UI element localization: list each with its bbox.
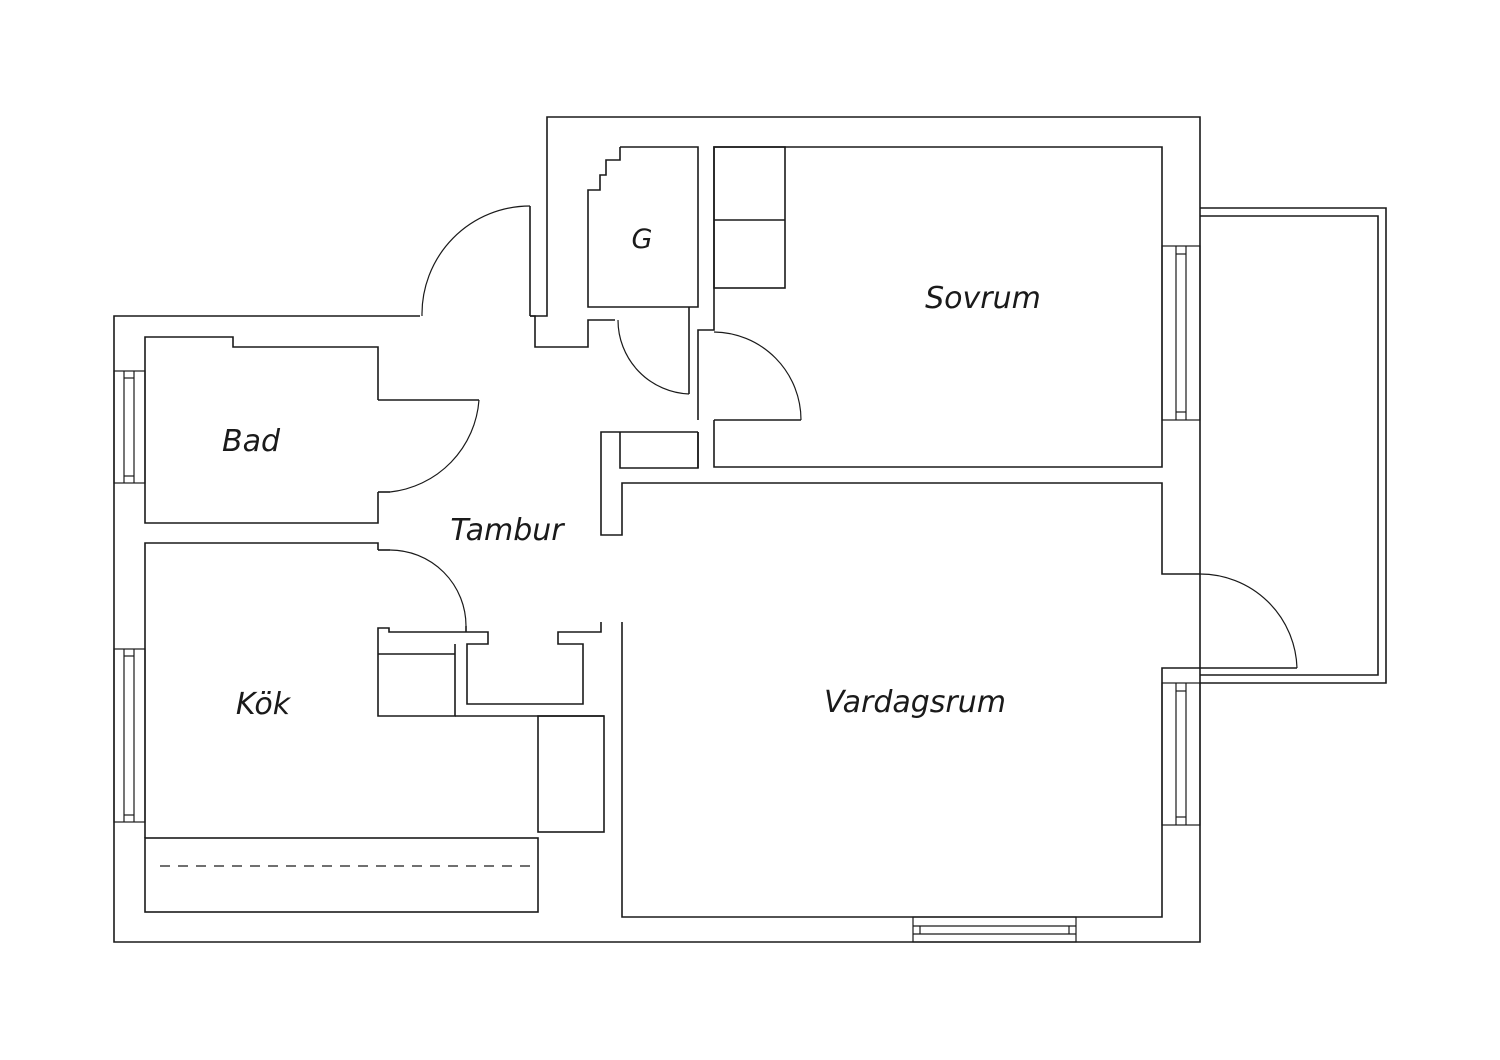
balcony-inner [1200, 215, 1379, 676]
hall-closet [619, 432, 699, 469]
window-vardagsrum-side [1161, 682, 1201, 826]
label-tambur: Tambur [450, 513, 565, 548]
kitchen-counter [144, 837, 539, 913]
bad-wall [144, 336, 379, 524]
door-balcony [1199, 573, 1298, 669]
label-garderob: G [632, 224, 653, 255]
tambur-wall-top [530, 315, 615, 348]
vardagsrum-wall-left [377, 622, 602, 717]
kitchen-fridge [537, 715, 605, 833]
balcony [1200, 207, 1387, 684]
vardagsrum-wall [621, 622, 1200, 918]
kitchen-fixtures [144, 653, 605, 913]
balcony-outer [1200, 207, 1387, 684]
windows [113, 245, 1201, 943]
sovrum-cabinets [713, 146, 786, 289]
label-kok: Kök [236, 687, 292, 722]
window-vardagsrum-bottom [912, 916, 1077, 943]
window-bad [113, 370, 146, 484]
room-labels: G Sovrum Bad Tambur Kök Vardagsrum [222, 224, 1041, 722]
wardrobe-outline [587, 146, 699, 308]
sovrum-wall [697, 146, 1163, 468]
outer-walls [113, 116, 1201, 943]
window-sovrum [1161, 245, 1201, 421]
door-bad [378, 399, 480, 493]
sovrum-cabinet [713, 146, 786, 289]
door-sovrum [713, 331, 802, 421]
doors [378, 205, 1298, 669]
door-entrance [421, 205, 531, 317]
vardagsrum-wall-top [600, 431, 1200, 575]
label-vardagsrum: Vardagsrum [824, 685, 1006, 720]
window-kok [113, 648, 146, 823]
outer-wall-outline [113, 116, 1201, 943]
label-sovrum: Sovrum [925, 281, 1041, 316]
label-bad: Bad [222, 424, 281, 459]
wardrobe [587, 146, 699, 320]
door-kok [378, 549, 467, 632]
door-wardrobe [617, 319, 690, 395]
